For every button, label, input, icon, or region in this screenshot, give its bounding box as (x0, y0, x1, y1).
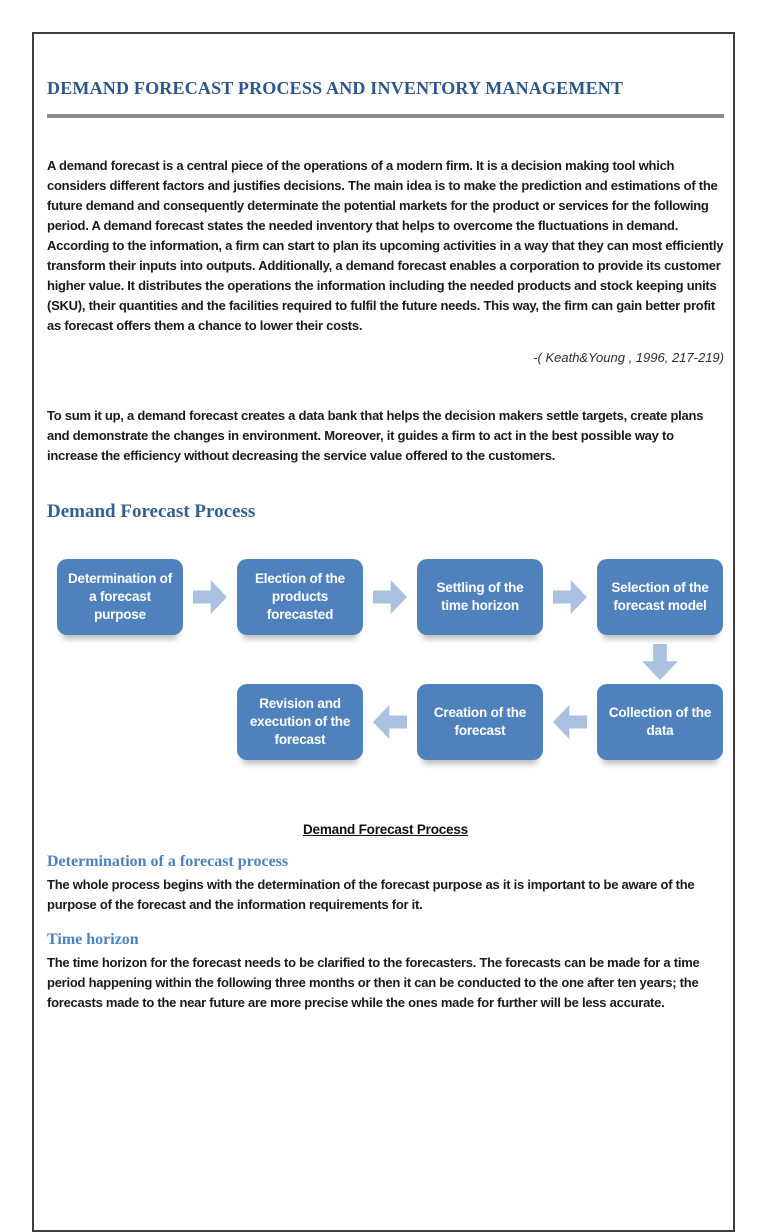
page-title: DEMAND FORECAST PROCESS AND INVENTORY MA… (47, 78, 624, 98)
subsection-body-determination: The whole process begins with the determ… (47, 877, 695, 912)
flow-box-revision-execution: Revision and execution of the forecast (237, 684, 363, 760)
subsection-body-time-horizon: The time horizon for the forecast needs … (47, 955, 700, 1010)
figure-caption: Demand Forecast Process (303, 822, 468, 837)
intro-paragraph: A demand forecast is a central piece of … (47, 158, 724, 333)
flow-box-election-products: Election of the products forecasted (237, 559, 363, 635)
flow-box-determination-purpose: Determination of a forecast purpose (57, 559, 183, 635)
flow-box-settling-time-horizon: Settling of the time horizon (417, 559, 543, 635)
subsection-heading-time-horizon: Time horizon (47, 931, 139, 948)
right-arrow-icon (373, 580, 407, 614)
flow-box-creation-forecast: Creation of the forecast (417, 684, 543, 760)
subsection-heading-determination: Determination of a forecast process (47, 853, 289, 870)
left-arrow-icon (373, 705, 407, 739)
left-arrow-icon (553, 705, 587, 739)
right-arrow-icon (193, 580, 227, 614)
flow-box-selection-model: Selection of the forecast model (597, 559, 723, 635)
demand-forecast-flowchart: Determination of a forecast purpose Elec… (47, 559, 724, 760)
section-heading-demand-forecast-process: Demand Forecast Process (47, 501, 256, 522)
summary-paragraph: To sum it up, a demand forecast creates … (47, 408, 704, 463)
citation-text: -( Keath&Young , 1996, 217-219) (533, 350, 724, 365)
document-page: DEMAND FORECAST PROCESS AND INVENTORY MA… (32, 32, 735, 1232)
page-content: DEMAND FORECAST PROCESS AND INVENTORY MA… (34, 78, 733, 1013)
down-arrow-icon (642, 644, 678, 680)
right-arrow-icon (553, 580, 587, 614)
title-rule (47, 114, 724, 118)
flow-box-collection-data: Collection of the data (597, 684, 723, 760)
